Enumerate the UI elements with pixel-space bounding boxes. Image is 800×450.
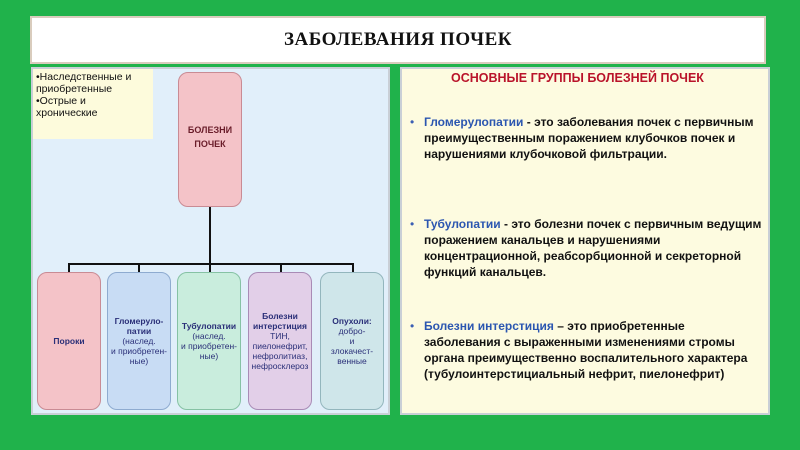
node-text: ТИН, пиелонефрит, нефролитиаз, нефроскле… (251, 331, 309, 371)
root-node: БОЛЕЗНИ ПОЧЕК (178, 72, 242, 207)
bullet-icon: • (410, 217, 415, 231)
node-interstitial: Болезни интерстиция ТИН, пиелонефрит, не… (248, 272, 312, 410)
node-text: (наслед. и приобретен- ные) (110, 336, 167, 366)
node-heading: Гломеруло- патии (114, 316, 164, 336)
group-term: Гломерулопатии (424, 115, 524, 129)
group-text: - это заболевания почек с первичным преи… (424, 115, 754, 161)
node-glomerulopathies: Гломеруло- патии (наслед. и приобретен- … (107, 272, 171, 410)
connector-trunk (209, 207, 211, 264)
group-item: • Болезни интерстиция – это приобретенны… (410, 318, 762, 382)
node-heading: Пороки (53, 336, 85, 346)
note-line: приобретенные (36, 83, 113, 95)
connector-drop (138, 263, 140, 272)
node-tumors: Опухоли: добро- и злокачест- венные (320, 272, 384, 410)
node-heading: Тубулопатии (181, 321, 237, 331)
node-heading: Опухоли: (332, 316, 372, 326)
title-bar: ЗАБОЛЕВАНИЯ ПОЧЕК (30, 16, 766, 64)
group-item: • Тубулопатии - это болезни почек с перв… (410, 216, 762, 280)
page-title: ЗАБОЛЕВАНИЯ ПОЧЕК (283, 29, 513, 50)
notes-box: •Наследственные и приобретенные •Острые … (33, 69, 153, 139)
group-text: - это болезни почек с первичным ведущим … (424, 217, 762, 279)
bullet-icon: • (410, 319, 415, 333)
group-text: – это приобретенные заболевания с выраже… (424, 319, 748, 381)
node-defects: Пороки (37, 272, 101, 410)
groups-heading: ОСНОВНЫЕ ГРУППЫ БОЛЕЗНЕЙ ПОЧЕК (451, 71, 704, 85)
bullet-icon: • (410, 115, 415, 129)
note-line: •Наследственные и (36, 71, 132, 83)
note-line: •Острые и (36, 95, 86, 107)
node-tubulopathies: Тубулопатии (наслед. и приобретен- ные) (177, 272, 241, 410)
connector-bar (68, 263, 354, 265)
node-text: добро- и злокачест- венные (330, 326, 374, 366)
root-node-label: БОЛЕЗНИ ПОЧЕК (187, 125, 233, 149)
groups-panel (400, 67, 770, 415)
node-heading: Болезни интерстиция (253, 311, 307, 331)
group-item: • Гломерулопатии - это заболевания почек… (410, 114, 762, 162)
group-term: Болезни интерстиция (424, 319, 554, 333)
connector-drop (209, 263, 211, 272)
connector-drop (280, 263, 282, 272)
note-line: хронические (36, 107, 98, 119)
node-text: (наслед. и приобретен- ные) (180, 331, 237, 361)
group-term: Тубулопатии (424, 217, 501, 231)
connector-drop (68, 263, 70, 272)
connector-drop (352, 263, 354, 272)
